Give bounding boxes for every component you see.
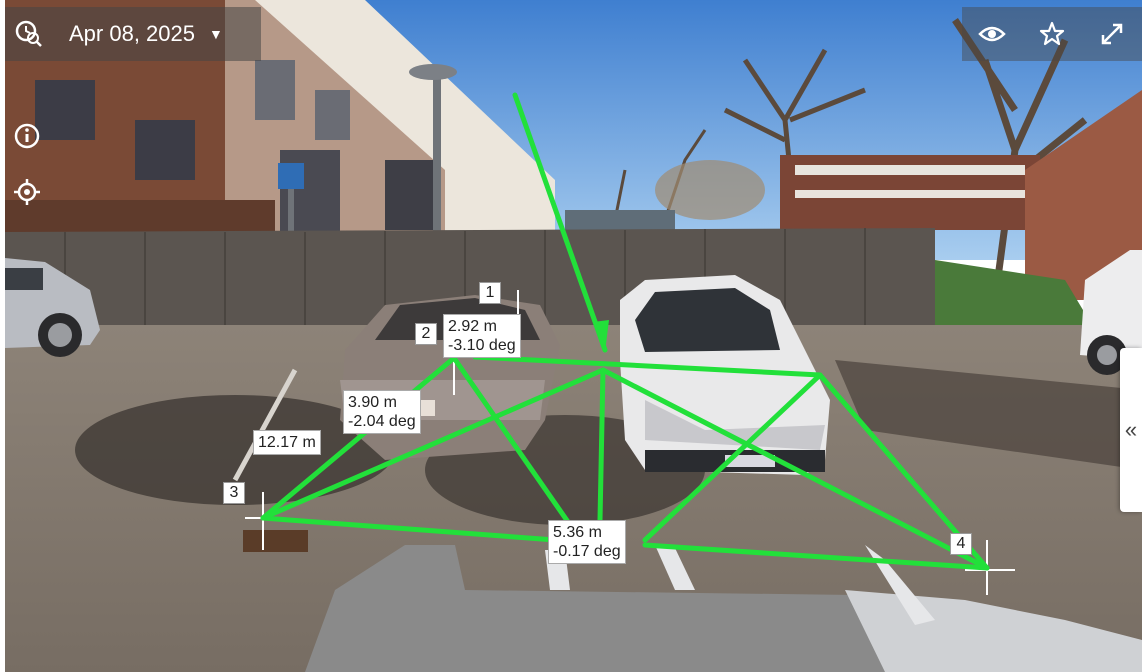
angle-text: -3.10 deg xyxy=(448,337,516,354)
foreground-car-hood xyxy=(545,545,1142,672)
trees xyxy=(613,18,1088,301)
measure-line xyxy=(600,367,990,571)
measure-line xyxy=(597,367,606,523)
angle-text: -2.04 deg xyxy=(348,413,416,430)
measurement-marker-2[interactable]: 2 xyxy=(415,323,437,345)
measure-line xyxy=(472,354,823,378)
info-icon xyxy=(14,123,40,149)
gray-occluder xyxy=(305,545,905,672)
parking-line xyxy=(232,368,298,482)
lamp-head xyxy=(409,64,457,80)
distance-text: 2.92 m xyxy=(448,318,497,335)
measurement-label-3: 12.17 m xyxy=(253,430,321,455)
measurement-marker-3[interactable]: 3 xyxy=(223,482,245,504)
far-left-car xyxy=(5,258,100,357)
measure-line xyxy=(260,515,558,543)
panorama-scene xyxy=(5,0,1142,672)
history-search-button[interactable] xyxy=(5,7,53,61)
parking-sign xyxy=(278,163,304,189)
measure-line xyxy=(451,355,578,535)
crosshair-locate-icon xyxy=(14,179,40,205)
right-van xyxy=(1080,250,1142,375)
white-car xyxy=(620,275,830,475)
date-toolbar: Apr 08, 2025 ▼ xyxy=(5,7,261,61)
measure-line xyxy=(642,542,990,571)
shadow-right xyxy=(835,360,1142,470)
drain-grate xyxy=(243,530,308,552)
measurement-label-2: 3.90 m -2.04 deg xyxy=(343,390,421,434)
view-toolbar xyxy=(962,7,1142,61)
left-toolbar xyxy=(5,108,49,220)
measurement-label-4: 5.36 m -0.17 deg xyxy=(548,520,626,564)
measurement-arrowhead xyxy=(593,320,609,352)
measurement-marker-4[interactable]: 4 xyxy=(950,533,972,555)
expand-icon xyxy=(1101,23,1123,45)
tree-foliage xyxy=(655,160,765,220)
street-view-panorama[interactable]: Apr 08, 2025 ▼ xyxy=(5,0,1142,672)
angle-text: -0.17 deg xyxy=(553,543,621,560)
grass-strip xyxy=(935,260,1095,330)
measure-line xyxy=(260,367,606,521)
side-panel-toggle[interactable]: « xyxy=(1120,348,1142,512)
locate-button[interactable] xyxy=(5,164,49,220)
eye-icon xyxy=(978,26,1006,42)
star-icon xyxy=(1039,21,1065,46)
distance-text: 12.17 m xyxy=(258,434,316,451)
history-search-icon xyxy=(15,20,42,47)
right-buildings xyxy=(565,90,1142,300)
measure-line xyxy=(642,372,823,543)
distance-text: 5.36 m xyxy=(553,524,602,541)
chevron-down-icon[interactable]: ▼ xyxy=(208,26,223,42)
capture-date[interactable]: Apr 08, 2025 xyxy=(69,21,195,46)
favorite-button[interactable] xyxy=(1022,7,1082,61)
measure-line xyxy=(512,92,608,353)
measure-line xyxy=(260,355,457,521)
info-button[interactable] xyxy=(5,108,49,164)
distance-text: 3.90 m xyxy=(348,394,397,411)
measurement-marker-1[interactable]: 1 xyxy=(479,282,501,304)
measurement-label-1: 2.92 m -3.10 deg xyxy=(443,314,521,358)
lamp-post xyxy=(433,70,441,300)
fullscreen-button[interactable] xyxy=(1082,7,1142,61)
visibility-button[interactable] xyxy=(962,7,1022,61)
